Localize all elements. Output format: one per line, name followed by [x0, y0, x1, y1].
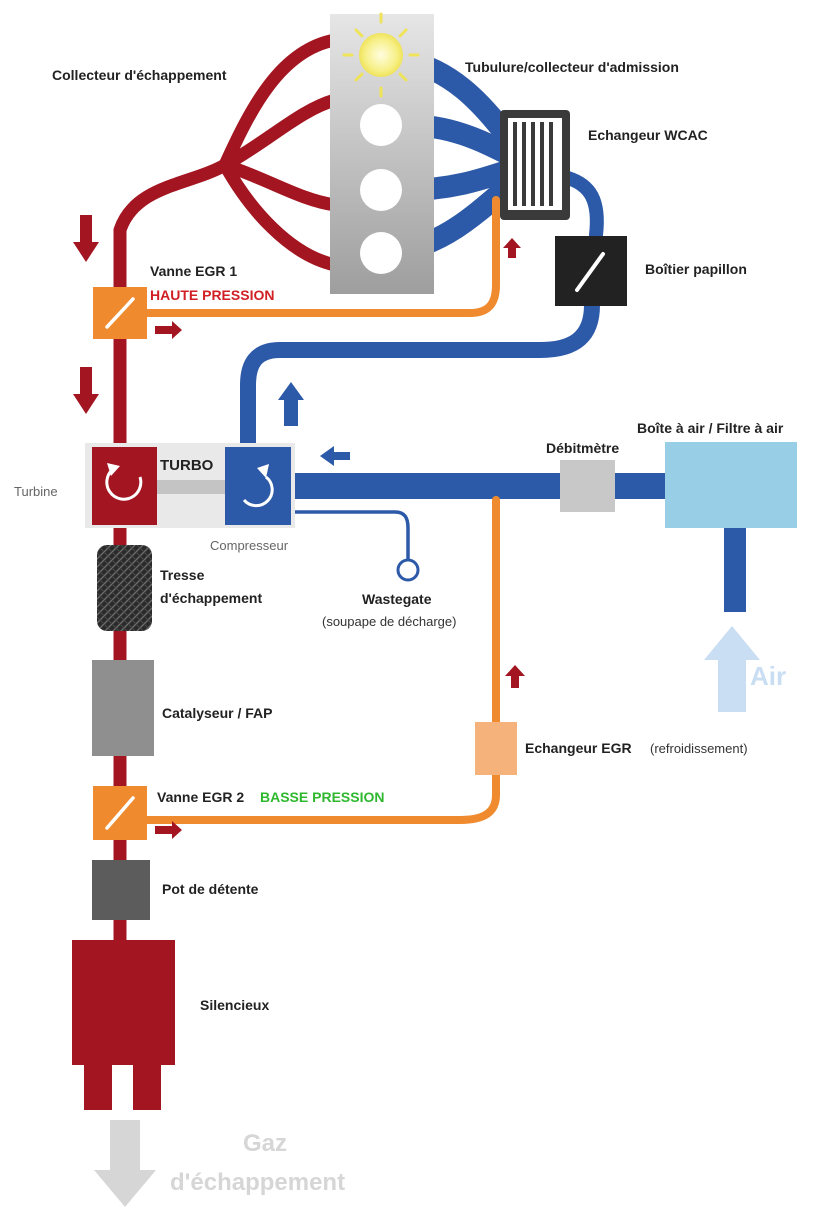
label-vanne-egr2: Vanne EGR 2	[157, 789, 244, 805]
egr-valve-1	[93, 287, 147, 339]
label-tresse-1: Tresse	[160, 567, 205, 583]
label-wastegate: Wastegate	[362, 591, 432, 607]
label-turbo: TURBO	[160, 457, 214, 474]
air-box	[665, 442, 797, 528]
exhaust-braid	[97, 545, 152, 631]
label-compresseur: Compresseur	[210, 538, 289, 553]
muffler	[72, 940, 175, 1110]
egr-arrow-right-1	[155, 321, 182, 339]
label-boitier-papillon: Boîtier papillon	[645, 261, 747, 277]
label-tubulure-admission: Tubulure/collecteur d'admission	[465, 59, 679, 75]
egr-cooler	[475, 722, 517, 775]
flow-arrows	[73, 215, 760, 1207]
label-air: Air	[750, 661, 786, 691]
label-catalyseur: Catalyseur / FAP	[162, 705, 273, 721]
egr-arrow-up-2	[505, 665, 525, 688]
cylinder-4	[360, 232, 402, 274]
label-gaz-1: Gaz	[243, 1130, 287, 1157]
label-debitmetre: Débitmètre	[546, 440, 619, 456]
intake-arrow-up	[278, 382, 304, 426]
wastegate-icon	[396, 558, 420, 582]
catalyst-dpf	[92, 660, 154, 756]
turbine	[92, 447, 157, 525]
label-gaz-2: d'échappement	[170, 1169, 345, 1196]
label-echangeur-egr-note: (refroidissement)	[650, 741, 748, 756]
wcac-intercooler	[500, 110, 570, 220]
label-pot-detente: Pot de détente	[162, 881, 259, 897]
egr-piping	[141, 196, 500, 824]
label-boite-air: Boîte à air / Filtre à air	[637, 420, 784, 436]
intake-arrow-left	[320, 446, 350, 466]
sun-icon	[342, 12, 420, 98]
label-turbine: Turbine	[14, 484, 58, 499]
egr-arrow-up-1	[503, 238, 521, 258]
compressor	[225, 447, 291, 525]
gas-arrow-down	[94, 1120, 156, 1207]
resonator	[92, 860, 150, 920]
exhaust-down-arrow-2	[73, 367, 99, 414]
throttle-body	[555, 236, 627, 306]
egr-valve-2	[93, 786, 147, 840]
label-vanne-egr1: Vanne EGR 1	[150, 263, 237, 279]
cylinder-3	[360, 169, 402, 211]
air-arrow-up	[704, 626, 760, 712]
labels: Collecteur d'échappement Tubulure/collec…	[14, 59, 786, 1196]
exhaust-piping	[113, 33, 342, 1007]
egr-arrow-right-2	[155, 821, 182, 839]
label-silencieux: Silencieux	[200, 997, 269, 1013]
label-basse-pression: BASSE PRESSION	[260, 789, 384, 805]
label-collecteur-echappement: Collecteur d'échappement	[52, 67, 227, 83]
turbo-assembly	[85, 443, 295, 528]
label-echangeur-egr: Echangeur EGR	[525, 740, 632, 756]
label-haute-pression: HAUTE PRESSION	[150, 287, 274, 303]
mass-airflow-sensor	[560, 460, 615, 512]
exhaust-down-arrow-1	[73, 215, 99, 262]
engine-block	[330, 12, 434, 294]
cylinder-2	[360, 104, 402, 146]
label-wastegate-sub: (soupape de décharge)	[322, 614, 456, 629]
label-echangeur-wcac: Echangeur WCAC	[588, 127, 708, 143]
label-tresse-2: d'échappement	[160, 590, 262, 606]
